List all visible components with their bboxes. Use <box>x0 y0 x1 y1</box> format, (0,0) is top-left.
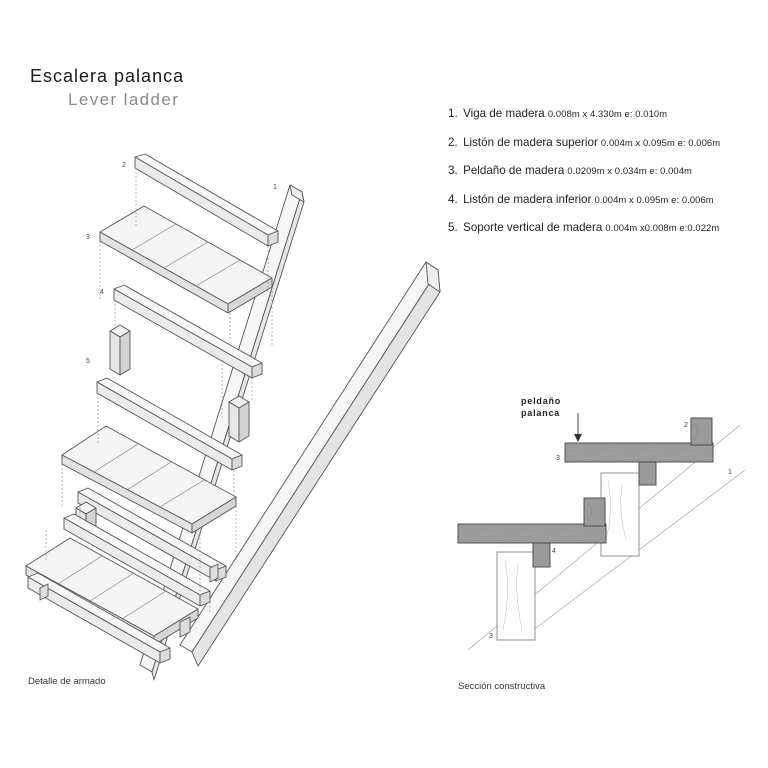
rail-lower <box>77 487 227 582</box>
assembly-label-5: 5 <box>86 358 90 365</box>
diagram-subtitle: Lever ladder <box>68 90 180 109</box>
tread-top <box>99 205 273 314</box>
section-label-4: 4 <box>552 548 556 555</box>
beam-front <box>179 261 441 667</box>
assembly-detail <box>25 153 441 681</box>
assembly-label-1: 1 <box>273 184 277 191</box>
legend-item: 2. Listón de madera superior 0.004m x 0.… <box>448 135 721 149</box>
section-annotation-line2: palanca <box>521 408 560 418</box>
legend-item: 4. Listón de madera inferior 0.004m x 0.… <box>448 192 714 206</box>
assembly-label-2: 2 <box>122 162 126 169</box>
assembly-label-3: 3 <box>86 234 90 241</box>
section-vertical-support-upper <box>600 472 640 557</box>
section-label-1: 1 <box>728 469 732 476</box>
diagram-title: Escalera palanca <box>30 66 185 86</box>
tread-second <box>61 425 237 534</box>
assembly-caption: Detalle de armado <box>28 676 106 687</box>
section-rail-lower <box>532 542 551 568</box>
legend-item: 1. Viga de madera 0.008m x 4.330m e: 0.0… <box>448 107 668 120</box>
rail-top <box>134 153 279 247</box>
section-annotation-line1: peldaño <box>521 396 561 406</box>
section-label-3b: 3 <box>489 633 493 640</box>
section-label-2: 2 <box>684 422 688 429</box>
vertical-support-right <box>228 395 250 443</box>
section-rail-upper <box>690 417 713 446</box>
assembly-label-4: 4 <box>100 289 104 296</box>
section-label-3: 3 <box>556 455 560 462</box>
legend-item: 5. Soporte vertical de madera 0.004m x0.… <box>448 221 720 234</box>
section-rail-lower-upper <box>638 461 657 486</box>
section-vertical-support-lower <box>496 551 536 641</box>
arrow-down-icon <box>574 434 582 442</box>
legend-item: 3. Peldaño de madera 0.0209m x 0.034m e:… <box>448 164 692 177</box>
rail-bottom-upper <box>63 513 211 607</box>
section-caption: Sección constructiva <box>458 681 546 692</box>
rail-second <box>96 377 243 471</box>
rail-bottom <box>27 572 171 664</box>
section-rail-mid <box>583 497 606 527</box>
vertical-support-left <box>109 324 131 376</box>
construction-section: peldaño palanca 2 3 1 4 3 <box>457 396 746 651</box>
alignment-guides <box>45 168 273 612</box>
parts-legend: 1. Viga de madera 0.008m x 4.330m e: 0.0… <box>448 100 720 243</box>
